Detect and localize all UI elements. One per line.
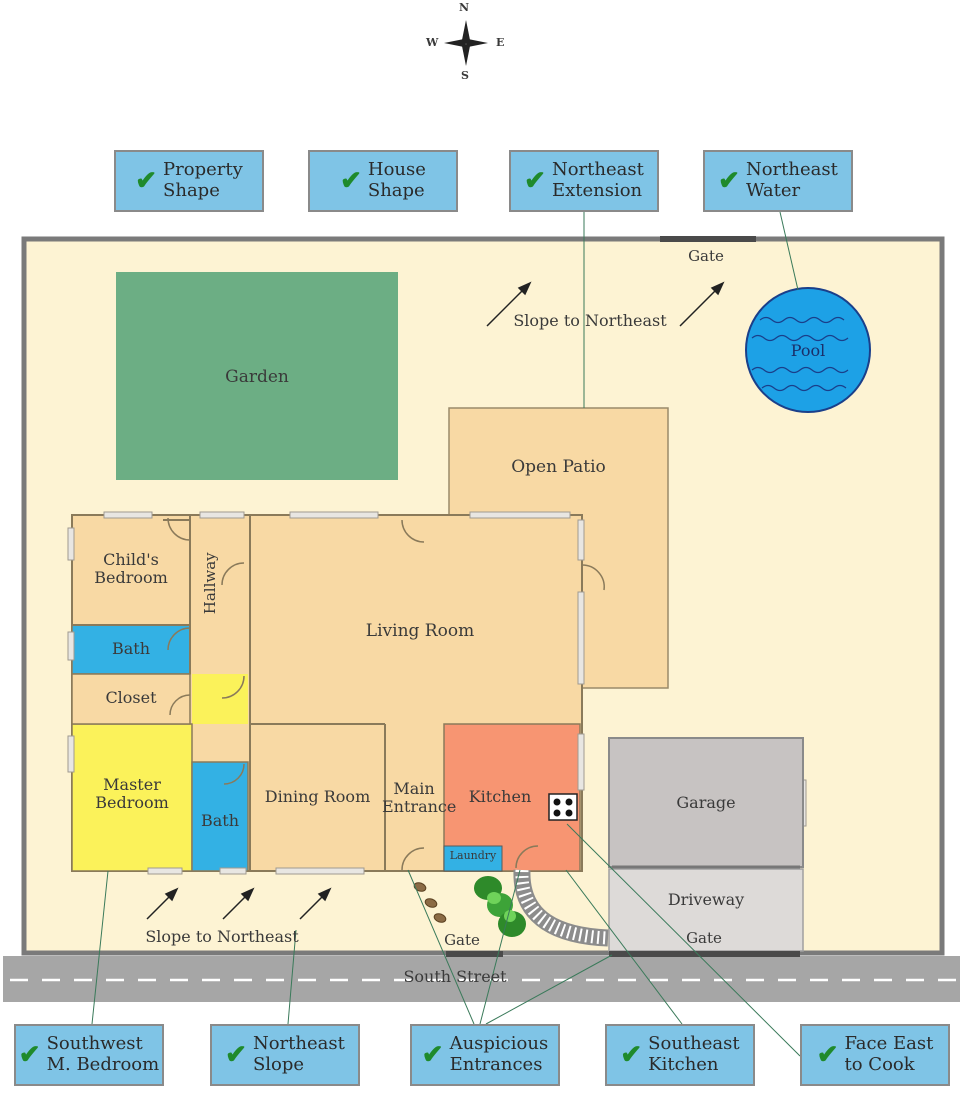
garden-area [116,272,398,480]
upper-bath-area [71,624,191,675]
compass-north-label: N [459,1,470,14]
pool-area [745,287,871,413]
slope-label-top: Slope to Northeast [513,311,667,330]
living-room-label: Living Room [365,621,475,641]
compass-south-label: S [461,69,469,82]
master-bedroom-area [71,723,193,872]
callout-leader-lines [91,211,801,1057]
hallway-label: Hallway [200,552,219,615]
main-entrance-label: Main Entrance [382,779,457,816]
closet-label: Closet [105,688,157,707]
street-label: South Street [403,967,507,986]
front-gate-label: Gate [444,931,480,949]
kitchen-label: Kitchen [468,787,532,806]
dining-room-label: Dining Room [264,787,371,806]
lower-bath-label: Bath [200,811,240,830]
north-gate-label: Gate [688,247,724,265]
interior-walls [72,515,386,871]
closet-area [71,673,191,725]
south-street [3,956,960,1002]
driveway-gate-label: Gate [686,929,722,947]
checkmark-icon: ✔ [718,166,740,196]
checkmark-icon: ✔ [816,1040,839,1070]
checkmark-icon: ✔ [421,1040,444,1070]
open-patio-label: Open Patio [511,457,606,477]
shrub-icon [474,876,526,937]
pool-waves [751,316,849,392]
compass-rose-icon [444,20,488,66]
garden-label: Garden [225,367,289,387]
curved-walkway-steps [515,869,609,945]
checkmark-icon: ✔ [135,166,158,196]
stepping-stones [413,882,447,923]
slope-arrows [146,281,725,920]
laundry-label: Laundry [449,849,497,862]
garage-area [608,737,804,868]
checkmark-icon: ✔ [524,166,546,196]
door-swings [167,517,605,871]
driveway-label: Driveway [667,890,745,909]
laundry-area [443,845,503,872]
lower-bath-area [191,761,249,872]
compass-west-label: W [426,36,439,49]
checkmark-icon: ✔ [225,1040,247,1070]
stove-icon [548,793,578,821]
checkmark-icon: ✔ [620,1040,643,1070]
checkmark-icon: ✔ [18,1040,41,1070]
slope-label-bottom: Slope to Northeast [145,927,299,946]
driveway-area [608,868,804,952]
master-bedroom-label: Master Bedroom [95,775,169,812]
pool-label: Pool [790,341,826,360]
compass-east-label: E [496,36,505,49]
garage-label: Garage [676,793,736,812]
master-suite-hall [192,674,248,724]
upper-bath-label: Bath [111,639,151,658]
childs-bedroom-label: Child's Bedroom [94,550,168,587]
checkmark-icon: ✔ [340,166,362,196]
